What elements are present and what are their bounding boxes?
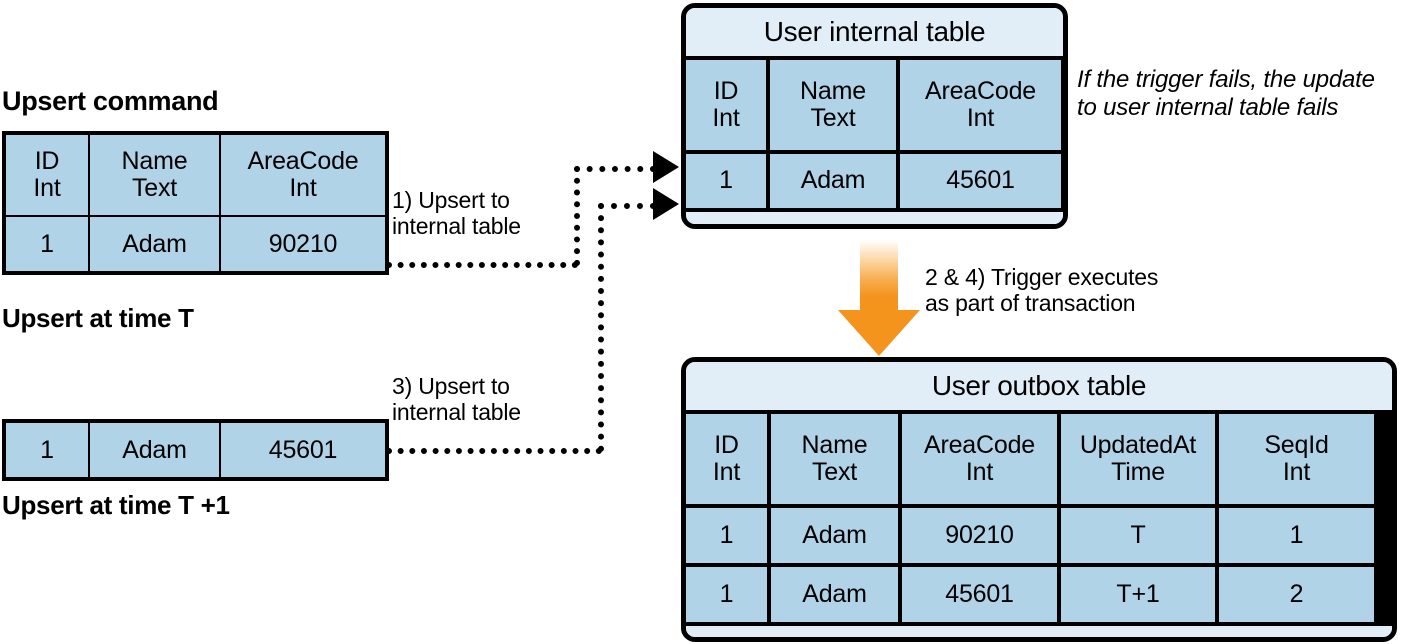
step-1-label-line1: 1) Upsert to bbox=[392, 187, 510, 213]
user-internal-table-grid: ID Int Name Text AreaCode Int 1 Adam 456… bbox=[686, 56, 1063, 212]
column-header-seqid-type: Int bbox=[1282, 458, 1311, 486]
table-row: 1 Adam 45601 T+1 2 bbox=[686, 563, 1392, 622]
connector-3-segment-horizontal-lower bbox=[386, 448, 602, 454]
upsert-time-t-plus-1-caption: Upsert at time T +1 bbox=[2, 490, 230, 520]
cell-areacode: 90210 bbox=[219, 215, 388, 274]
user-internal-table-card: User internal table ID Int Name Text Are… bbox=[681, 3, 1068, 229]
cell-id: 1 bbox=[3, 215, 90, 274]
user-outbox-table-title: User outbox table bbox=[686, 362, 1392, 410]
column-header-updatedat-name: UpdatedAt bbox=[1079, 430, 1197, 459]
column-header-id: ID Int bbox=[3, 132, 90, 217]
connector-3-segment-horizontal-upper bbox=[598, 203, 656, 209]
column-header-updatedat: UpdatedAt Time bbox=[1057, 414, 1215, 504]
connector-1-segment-horizontal-lower bbox=[386, 262, 578, 268]
cell-updatedat: T bbox=[1057, 508, 1215, 563]
trigger-arrow bbox=[838, 240, 920, 357]
cell-updatedat: T+1 bbox=[1057, 567, 1215, 622]
column-header-areacode-name: AreaCode bbox=[247, 147, 359, 175]
column-header-id-name: ID bbox=[713, 76, 739, 105]
step-3-label: 3) Upsert to internal table bbox=[392, 373, 521, 426]
cell-id: 1 bbox=[3, 420, 90, 480]
trigger-execution-label: 2 & 4) Trigger executes as part of trans… bbox=[925, 264, 1159, 317]
connector-1-segment-vertical bbox=[574, 166, 580, 266]
connector-1-segment-horizontal-upper bbox=[574, 166, 656, 172]
upsert-command-table-t: ID Int Name Text AreaCode Int 1 Adam 902… bbox=[2, 131, 389, 275]
column-header-name-name: Name bbox=[801, 430, 868, 459]
cell-name: Adam bbox=[767, 508, 898, 563]
cell-areacode: 45601 bbox=[896, 154, 1061, 208]
user-outbox-table-grid: ID Int Name Text AreaCode Int UpdatedAt … bbox=[686, 410, 1392, 626]
table-row-header: ID Int Name Text AreaCode Int bbox=[686, 60, 1063, 150]
column-header-id-name: ID bbox=[34, 147, 60, 175]
column-header-name: Name Text bbox=[767, 414, 898, 504]
column-header-areacode-name: AreaCode bbox=[924, 430, 1035, 459]
trigger-failure-note-line1: If the trigger fails, the update bbox=[1077, 66, 1375, 93]
cell-id: 1 bbox=[686, 154, 766, 208]
cell-name: Adam bbox=[88, 420, 221, 480]
table-row-header: ID Int Name Text AreaCode Int UpdatedAt … bbox=[686, 414, 1392, 504]
column-header-seqid-name: SeqId bbox=[1264, 430, 1329, 459]
column-header-areacode-type: Int bbox=[965, 458, 994, 486]
column-header-name: Name Text bbox=[766, 60, 896, 150]
trigger-arrow-shaft bbox=[860, 240, 898, 312]
cell-id: 1 bbox=[686, 508, 767, 563]
trigger-failure-note-line2: to user internal table fails bbox=[1077, 93, 1339, 121]
cell-id: 1 bbox=[686, 567, 767, 622]
column-header-areacode-name: AreaCode bbox=[925, 76, 1036, 105]
trigger-execution-label-line2: as part of transaction bbox=[925, 289, 1136, 316]
cell-name: Adam bbox=[766, 154, 896, 208]
column-header-areacode-type: Int bbox=[289, 174, 317, 202]
column-header-areacode-type: Int bbox=[966, 104, 995, 132]
step-1-label-line2: internal table bbox=[392, 212, 521, 239]
table-row: 1 Adam 90210 T 1 bbox=[686, 504, 1392, 563]
column-header-id-type: Int bbox=[712, 458, 741, 486]
column-header-areacode: AreaCode Int bbox=[896, 60, 1061, 150]
column-header-name-type: Text bbox=[811, 458, 858, 486]
cell-seqid: 2 bbox=[1215, 567, 1374, 622]
trigger-arrow-head bbox=[838, 310, 920, 356]
cell-name: Adam bbox=[88, 215, 221, 274]
column-header-id: ID Int bbox=[686, 60, 766, 150]
upsert-command-table-t1: 1 Adam 45601 bbox=[2, 419, 389, 481]
user-outbox-table-card: User outbox table ID Int Name Text AreaC… bbox=[681, 357, 1397, 642]
step-3-label-line1: 3) Upsert to bbox=[392, 373, 510, 399]
column-header-id: ID Int bbox=[686, 414, 767, 504]
column-header-id-type: Int bbox=[712, 104, 740, 132]
column-header-name-name: Name bbox=[121, 147, 188, 175]
user-internal-table-title: User internal table bbox=[686, 8, 1063, 56]
column-header-name: Name Text bbox=[88, 132, 221, 217]
cell-areacode: 45601 bbox=[219, 420, 388, 480]
cell-areacode: 90210 bbox=[898, 508, 1057, 563]
table-row: 1 Adam 90210 bbox=[3, 215, 388, 274]
column-header-name-name: Name bbox=[800, 76, 866, 105]
user-internal-table-footer bbox=[686, 212, 1063, 224]
column-header-seqid: SeqId Int bbox=[1215, 414, 1374, 504]
connector-1-arrowhead bbox=[653, 151, 679, 183]
upsert-time-t-caption: Upsert at time T bbox=[2, 303, 194, 333]
cell-name: Adam bbox=[767, 567, 898, 622]
user-outbox-table-footer bbox=[686, 626, 1392, 637]
column-header-areacode: AreaCode Int bbox=[219, 132, 388, 217]
table-row: 1 Adam 45601 bbox=[686, 150, 1063, 208]
column-header-name-type: Text bbox=[810, 104, 856, 132]
column-header-updatedat-type: Time bbox=[1111, 458, 1165, 486]
cell-seqid: 1 bbox=[1215, 508, 1374, 563]
column-header-name-type: Text bbox=[131, 174, 178, 202]
trigger-failure-note: If the trigger fails, the update to user… bbox=[1077, 66, 1409, 121]
connector-3-arrowhead bbox=[653, 188, 679, 220]
column-header-areacode: AreaCode Int bbox=[898, 414, 1057, 504]
connector-3-segment-vertical bbox=[598, 203, 604, 452]
trigger-execution-label-line1: 2 & 4) Trigger executes bbox=[925, 264, 1159, 290]
step-3-label-line2: internal table bbox=[392, 398, 521, 425]
upsert-command-title: Upsert command bbox=[2, 86, 219, 116]
cell-areacode: 45601 bbox=[898, 567, 1057, 622]
table-row: 1 Adam 45601 bbox=[3, 420, 388, 480]
column-header-id-name: ID bbox=[714, 430, 739, 459]
step-1-label: 1) Upsert to internal table bbox=[392, 187, 521, 240]
table-row-header: ID Int Name Text AreaCode Int bbox=[3, 132, 388, 217]
column-header-id-type: Int bbox=[33, 174, 61, 202]
